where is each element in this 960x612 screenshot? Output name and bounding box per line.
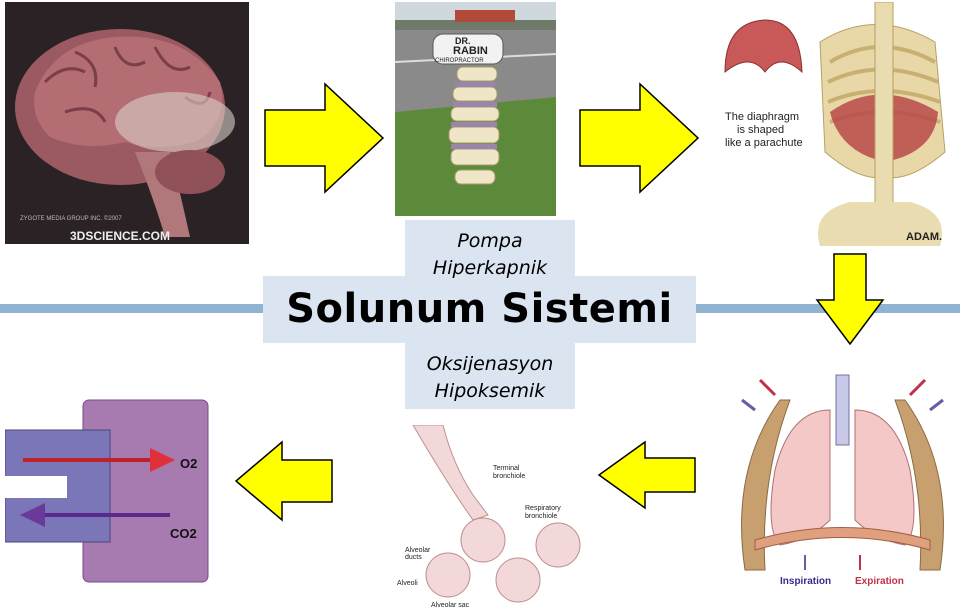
diaphragm-caption-2: is shaped (737, 124, 784, 136)
chiro-sign-name: RABIN (453, 45, 488, 57)
alv-ducts: Alveolar (405, 547, 431, 554)
alv-terminal: Terminal (493, 465, 520, 472)
alv-respiratory: Respiratory (525, 505, 561, 512)
brain-credit-text: ZYGOTE MEDIA GROUP INC. ©2007 (20, 215, 122, 222)
alv-ducts-2: ducts (405, 554, 422, 561)
arrow-left-1 (597, 440, 696, 510)
diaphragm-caption-3: like a parachute (725, 137, 803, 149)
arrow-left-2 (234, 440, 333, 522)
alv-sac: Alveolar sac (431, 602, 470, 609)
o2-label: O2 (180, 456, 197, 471)
alv-alveoli: Alveoli (397, 580, 418, 587)
diaphragm-illustration: The diaphragm is shaped like a parachute… (710, 2, 958, 246)
page-title: Solunum Sistemi (286, 286, 673, 332)
label-hipoksemik: Hipoksemik (434, 380, 546, 402)
alveoli-diagram: Terminal bronchiole Respiratory bronchio… (393, 425, 593, 612)
brain-image: ZYGOTE MEDIA GROUP INC. ©2007 3DSCIENCE.… (5, 2, 249, 244)
inspiration-label: Inspiration (780, 576, 831, 587)
arrow-right-1 (264, 82, 385, 194)
adam-logo: ADAM. (906, 231, 942, 243)
chiro-sign-dr: DR. (455, 36, 471, 46)
lungs-diagram: Inspiration Expiration (730, 370, 955, 592)
alv-terminal-2: bronchiole (493, 473, 525, 480)
gas-exchange-diagram: O2 CO2 (5, 398, 210, 584)
diaphragm-caption-1: The diaphragm (725, 111, 799, 123)
co2-label: CO2 (170, 526, 197, 541)
label-pompa: Pompa (457, 230, 523, 252)
brain-watermark-text: 3DSCIENCE.COM (70, 229, 170, 243)
arrow-right-2 (579, 82, 700, 194)
center-panel-horizontal (263, 276, 696, 343)
chiro-sign-title: CHIROPRACTOR (435, 58, 484, 64)
expiration-label: Expiration (855, 576, 904, 587)
label-hiperkapnik: Hiperkapnik (432, 257, 548, 279)
chiropractor-photo: DR. RABIN CHIROPRACTOR (395, 2, 556, 216)
label-oksijenasyon: Oksijenasyon (426, 353, 554, 375)
alv-respiratory-2: bronchiole (525, 513, 557, 520)
arrow-down (815, 253, 885, 346)
